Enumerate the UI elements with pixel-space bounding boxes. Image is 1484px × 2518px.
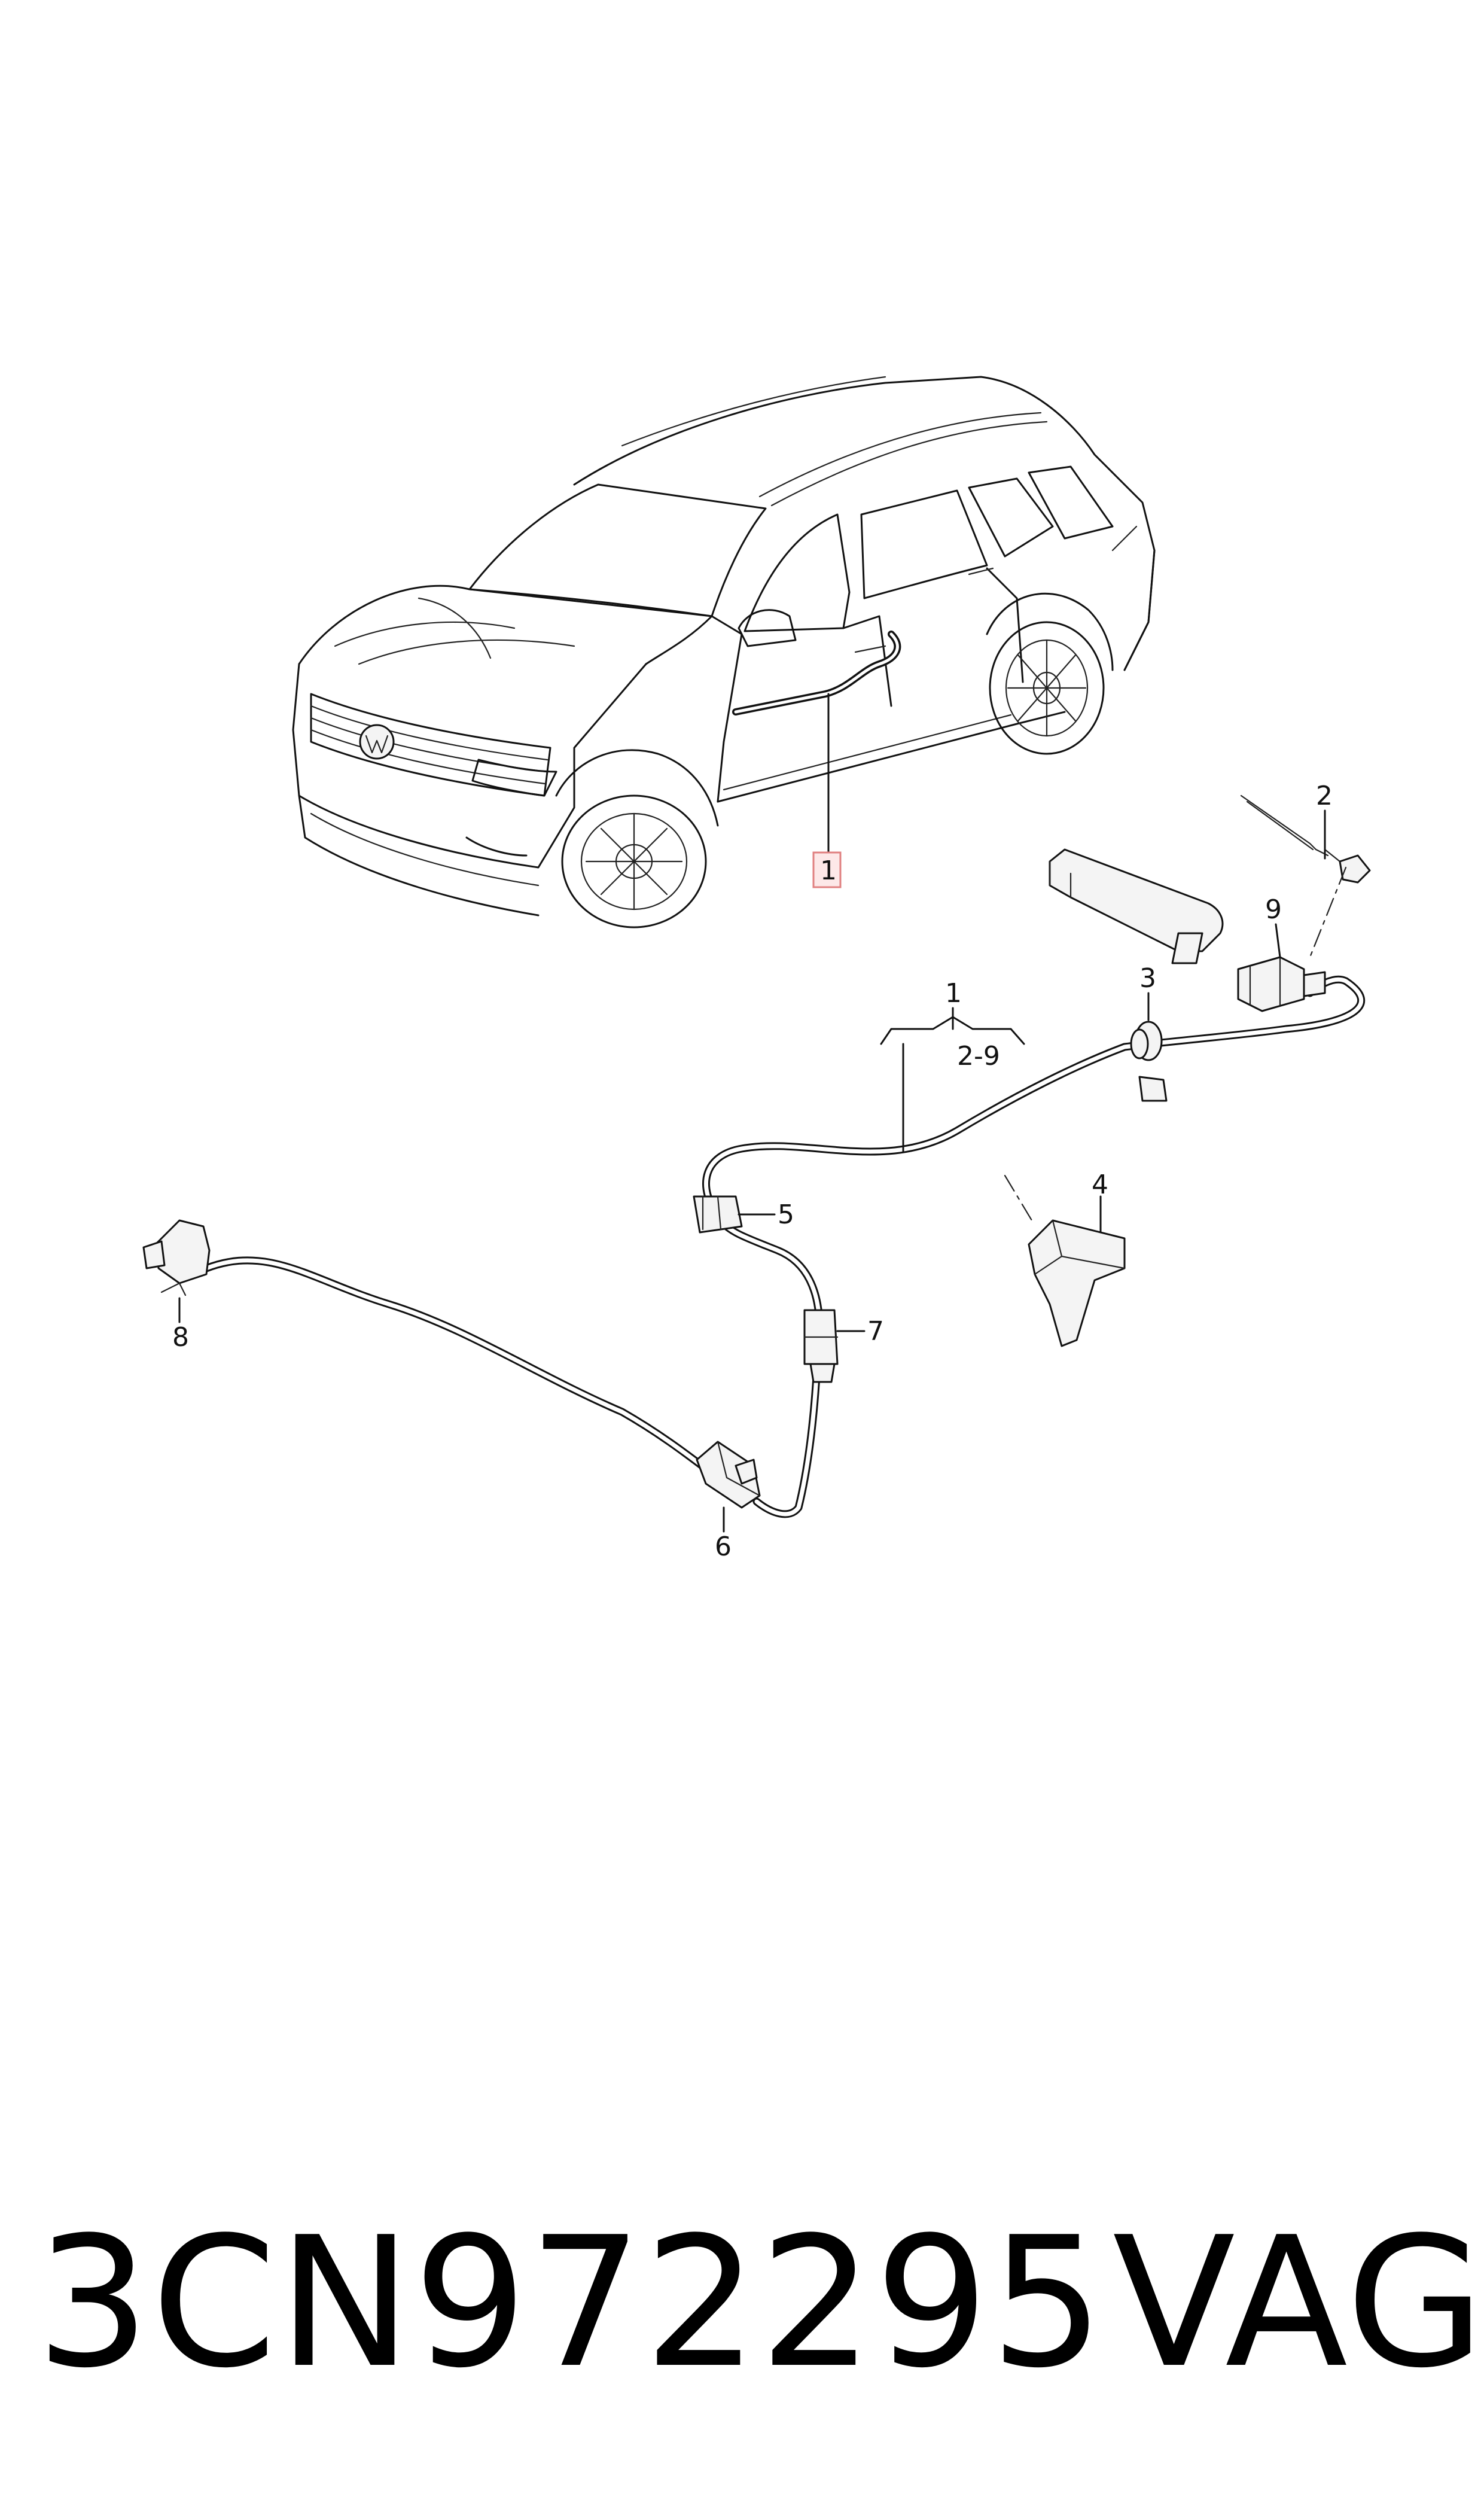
callout-3: 3 [1139, 963, 1156, 994]
callout-4: 4 [1092, 1170, 1108, 1200]
callout-harness-1: 1 [945, 978, 962, 1009]
tie-to-connector-line [1309, 866, 1347, 958]
door-handle-illustration [1049, 848, 1224, 964]
callout-harness-range: 2-9 [957, 1041, 1000, 1071]
connector-8 [142, 1219, 211, 1296]
connector-9 [1237, 956, 1326, 1012]
cable-tie-2 [1240, 794, 1371, 884]
callout-7: 7 [867, 1316, 884, 1347]
callout-leaders [178, 809, 1326, 1533]
callout-6: 6 [715, 1531, 732, 1562]
callout-vehicle-1: 1 [820, 855, 837, 886]
callout-8: 8 [172, 1322, 189, 1353]
wiring-harness [202, 975, 1366, 1518]
callout-2: 2 [1316, 781, 1333, 811]
connector-6 [696, 1441, 761, 1509]
connector-5 [693, 1195, 743, 1234]
connector-7 [803, 1309, 839, 1383]
callout-5: 5 [778, 1199, 794, 1230]
part-number: 3CN972295 [36, 2199, 1105, 2407]
callout-box-1 [812, 851, 842, 888]
clip-to-harness-line [1004, 1174, 1033, 1222]
brand-label: VAG [1113, 2199, 1484, 2407]
callout-9: 9 [1265, 894, 1282, 925]
vehicle-illustration [292, 376, 1156, 928]
clip-4 [1028, 1219, 1126, 1347]
grommet-3 [1130, 1021, 1168, 1102]
